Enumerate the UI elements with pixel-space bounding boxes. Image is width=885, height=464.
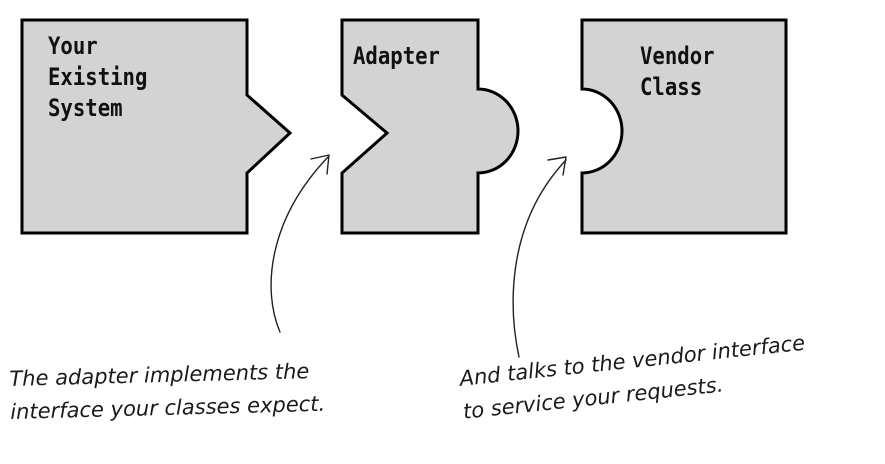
adapter-annotation: The adapter implements the interface you…	[9, 359, 326, 424]
vendor-class-label: Vendor Class	[640, 42, 715, 101]
adapter-piece	[340, 18, 520, 235]
vendor-pointer-arrowhead	[547, 156, 567, 176]
vendor-pointer-arrow	[512, 159, 567, 358]
vendor-class-piece	[580, 18, 788, 235]
adapter-label: Adapter	[353, 42, 440, 70]
your-existing-system-label: Your Existing System	[48, 32, 148, 122]
adapter-pointer-arrow	[270, 156, 329, 333]
adapter-pointer-arrowhead	[310, 154, 330, 175]
your-existing-system-piece	[20, 18, 293, 235]
